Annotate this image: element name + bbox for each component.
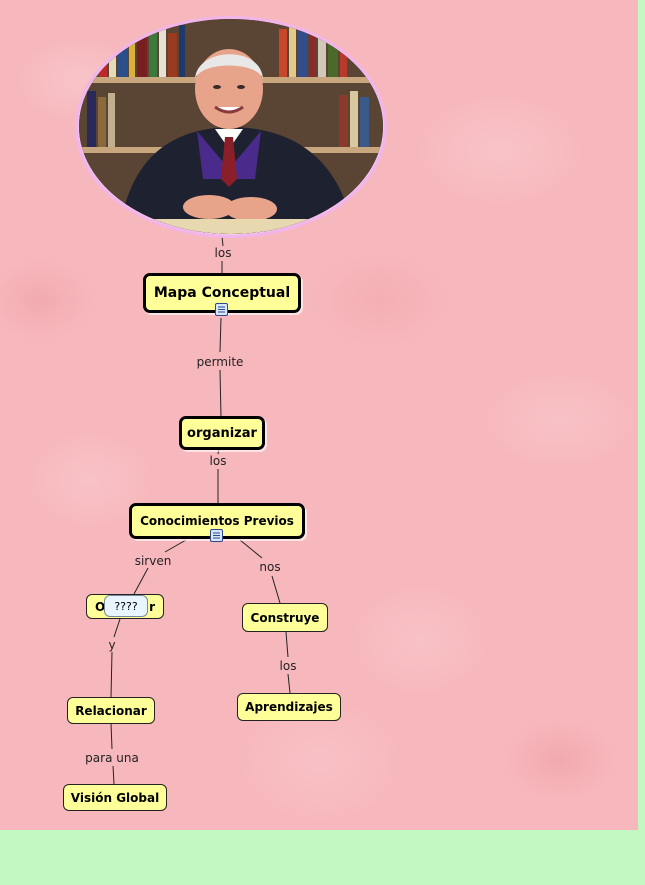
link-ordenar-to-y xyxy=(113,618,121,638)
concept-map-canvas: Mapa Conceptual organizar Conocimientos … xyxy=(0,0,638,830)
link-mapa-to-permite xyxy=(219,317,222,353)
link-relacionar-to-paraunа xyxy=(110,722,113,750)
link-y-to-relacionar xyxy=(110,651,113,698)
link-label-permite: permite xyxy=(196,355,244,369)
concept-aprendizajes[interactable]: Aprendizajes xyxy=(237,693,341,721)
link-nos-to-construye xyxy=(271,575,281,604)
link-label-los: los xyxy=(209,454,227,468)
link-conocimientos-to-sirven xyxy=(164,539,187,553)
concept-organizar-label: organizar xyxy=(187,425,257,441)
concept-construye-label: Construye xyxy=(250,610,320,625)
link-label-y: y xyxy=(108,638,116,652)
link-label-nos: nos xyxy=(259,560,281,574)
document-icon[interactable] xyxy=(215,303,228,316)
concept-aprendizajes-label: Aprendizajes xyxy=(245,700,333,714)
link-label-los: los xyxy=(214,246,232,260)
concept-relacionar-label: Relacionar xyxy=(75,703,147,718)
concept-ordenar-label-end: r xyxy=(149,599,155,614)
concept-organizar[interactable]: organizar xyxy=(179,416,265,450)
concept-vision-global-label: Visión Global xyxy=(70,790,160,805)
concept-ordenar-label-start: O xyxy=(95,599,106,614)
concept-vision-global[interactable]: Visión Global xyxy=(63,784,167,811)
page-margin xyxy=(638,0,645,830)
concept-relacionar[interactable]: Relacionar xyxy=(67,697,155,724)
link-label-sirven: sirven xyxy=(134,554,172,568)
link-conocimientos-to-nos xyxy=(239,539,263,559)
concept-mapa-conceptual-label: Mapa Conceptual xyxy=(153,285,291,301)
tooltip-text: ???? xyxy=(114,599,138,613)
concept-construye[interactable]: Construye xyxy=(242,603,328,632)
link-permite-to-organizar xyxy=(219,369,222,418)
person-photo xyxy=(79,19,383,234)
link-label-para-una: para una xyxy=(85,751,139,765)
concept-conocimientos-previos-label: Conocimientos Previos xyxy=(140,514,294,528)
link-sirven-to-ordenar xyxy=(133,567,149,595)
link-los-to-aprendizajes xyxy=(287,673,291,694)
link-paraunа-to-vision xyxy=(112,765,115,785)
link-construye-to-los xyxy=(285,631,289,658)
hover-tooltip: ???? xyxy=(104,595,148,617)
connection-lines xyxy=(110,235,291,785)
document-icon[interactable] xyxy=(210,529,223,542)
link-label-los: los xyxy=(279,659,297,673)
